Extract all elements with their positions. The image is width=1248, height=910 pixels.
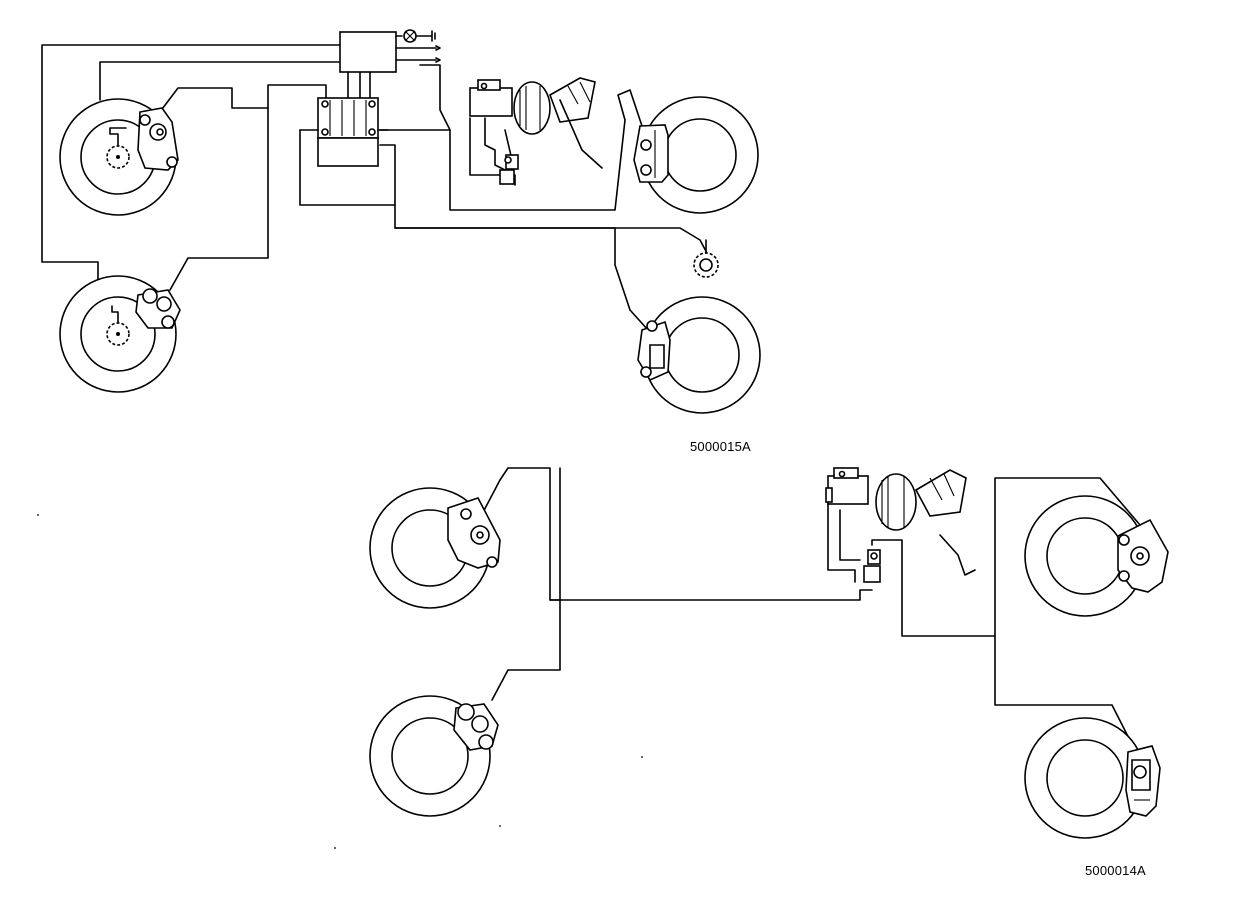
- wheel-front-right-bottom: [1024, 495, 1169, 617]
- print-specks: [37, 514, 643, 849]
- wheel-front-left-top: [59, 98, 179, 216]
- master-cylinder-booster-bottom: [825, 467, 967, 583]
- wheel-rear-left-bottom: [369, 695, 499, 817]
- brake-lines-bottom: [479, 467, 1141, 761]
- wheel-rear-right-bottom: [1024, 717, 1161, 839]
- master-cylinder-booster-top: [469, 77, 603, 185]
- wheel-rear-right-top: [637, 296, 761, 414]
- abs-hydraulic-modulator: [299, 97, 389, 167]
- wheel-speed-sensor-rear: [693, 239, 719, 278]
- wheel-front-right-top: [633, 96, 759, 214]
- wheel-front-left-bottom: [369, 487, 501, 609]
- abs-control-unit: [339, 29, 441, 101]
- wheel-rear-left-top: [59, 275, 181, 393]
- abs-brake-diagram: [41, 29, 761, 414]
- standard-brake-diagram: [369, 467, 1169, 839]
- brake-lines-top: [41, 44, 709, 331]
- figure-code-bottom: 5000014A: [1085, 863, 1146, 878]
- figure-code-top: 5000015A: [690, 439, 751, 454]
